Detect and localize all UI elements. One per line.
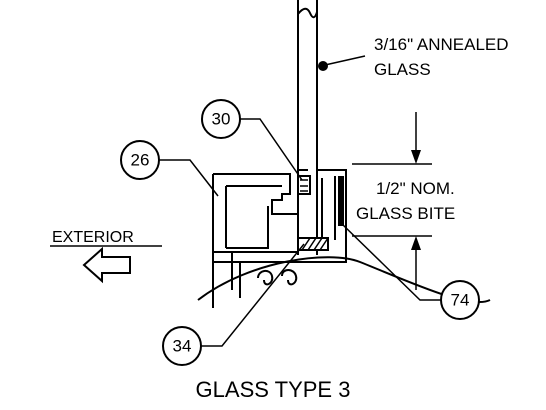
callout-34-label: 34 [173,337,192,356]
callout-74-label: 74 [451,291,470,310]
glass-lite [297,0,328,255]
callout-30-label: 30 [212,110,231,129]
callout-34: 34 [162,243,305,366]
callout-30: 30 [201,99,303,181]
glass-note-line2: GLASS [374,60,431,79]
bite-note-line2: GLASS BITE [356,204,455,223]
drawing-title: GLASS TYPE 3 [196,377,351,402]
glass-bite-dimension [352,112,432,290]
callout-26: 26 [120,140,219,197]
frame-profile [212,169,347,308]
exterior-arrow-icon [82,246,131,284]
glass-note-line1: 3/16" ANNEALED [374,35,509,54]
callout-26-label: 26 [131,151,150,170]
callout-74: 74 [341,223,480,320]
glass-note-leader [324,55,366,66]
exterior-label: EXTERIOR [52,229,134,246]
bite-note-line1: 1/2" NOM. [376,179,455,198]
